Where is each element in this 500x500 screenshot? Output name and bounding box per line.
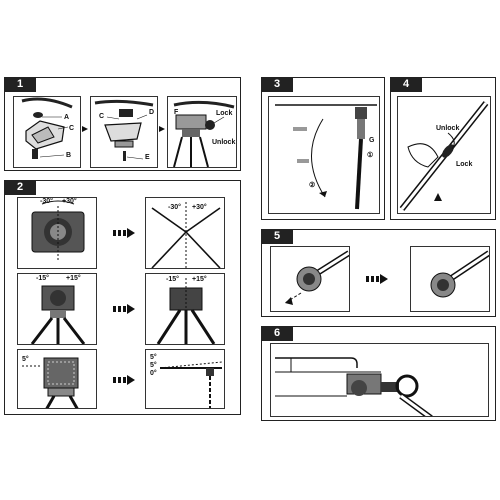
step-number: 2 <box>4 180 36 195</box>
angle-pos30-b: +30° <box>192 204 207 211</box>
lock-label: Lock <box>216 110 233 117</box>
step-2-panel: 2 -30° +30° -30° +30° <box>4 180 241 415</box>
tilt-30-diagram: -30° +30° <box>145 197 225 269</box>
label-b: B <box>66 152 72 159</box>
step-number: 6 <box>261 326 293 341</box>
level-camera-figure: 5° <box>17 349 97 409</box>
label-c: C <box>69 125 75 132</box>
angle-pos15: +15° <box>66 275 81 282</box>
angle-neg15: -15° <box>36 275 49 282</box>
lock-unlock-figure: F Lock Unlock <box>167 96 237 168</box>
label-a: A <box>64 114 70 121</box>
end-cap-installed-figure <box>410 246 490 312</box>
angle-5-mid: 5° <box>150 362 157 369</box>
handle-position-figure <box>270 343 489 417</box>
label-e: E <box>145 154 150 161</box>
angle-neg30: -30° <box>40 198 53 205</box>
label-f: F <box>174 109 179 116</box>
unlock-label: Unlock <box>436 125 460 132</box>
step-3-panel: 3 G ① ② <box>261 77 385 220</box>
step-1-panel: 1 A C B C D E <box>4 77 241 171</box>
step-one-marker: ① <box>367 152 374 159</box>
tilt-15-diagram: -15° +15° <box>145 273 225 345</box>
angle-pos15-b: +15° <box>192 276 207 283</box>
step-number: 5 <box>261 229 293 244</box>
angle-pos30: +30° <box>62 198 77 205</box>
label-d: D <box>149 109 155 116</box>
unlock-label: Unlock <box>212 139 236 146</box>
tilt-30-camera-figure: -30° +30° <box>17 197 97 269</box>
angle-neg30-b: -30° <box>168 204 181 211</box>
angle-neg15-b: -15° <box>166 276 179 283</box>
step-5-panel: 5 <box>261 229 496 317</box>
step-two-marker: ② <box>309 182 316 189</box>
step-6-panel: 6 <box>261 326 496 421</box>
level-diagram: 5° 5° 0° <box>145 349 225 409</box>
end-cap-remove-figure <box>270 246 350 312</box>
label-g: G <box>369 137 375 144</box>
step-number: 4 <box>390 77 422 92</box>
pan-bar-install-figure: G ① ② <box>268 96 380 214</box>
angle-5: 5° <box>22 356 29 363</box>
tilt-15-camera-figure: -15° +15° <box>17 273 97 345</box>
pan-bar-lock-figure: Unlock Lock <box>397 96 491 214</box>
step-number: 3 <box>261 77 293 92</box>
label-c-2: C <box>99 113 105 120</box>
angle-5-top: 5° <box>150 354 157 361</box>
lock-label: Lock <box>456 161 473 168</box>
quick-release-plate-figure: A C B <box>13 96 81 168</box>
head-mount-figure: C D E <box>90 96 158 168</box>
step-number: 1 <box>4 77 36 92</box>
step-4-panel: 4 Unlock Lock <box>390 77 496 220</box>
angle-0: 0° <box>150 370 157 377</box>
